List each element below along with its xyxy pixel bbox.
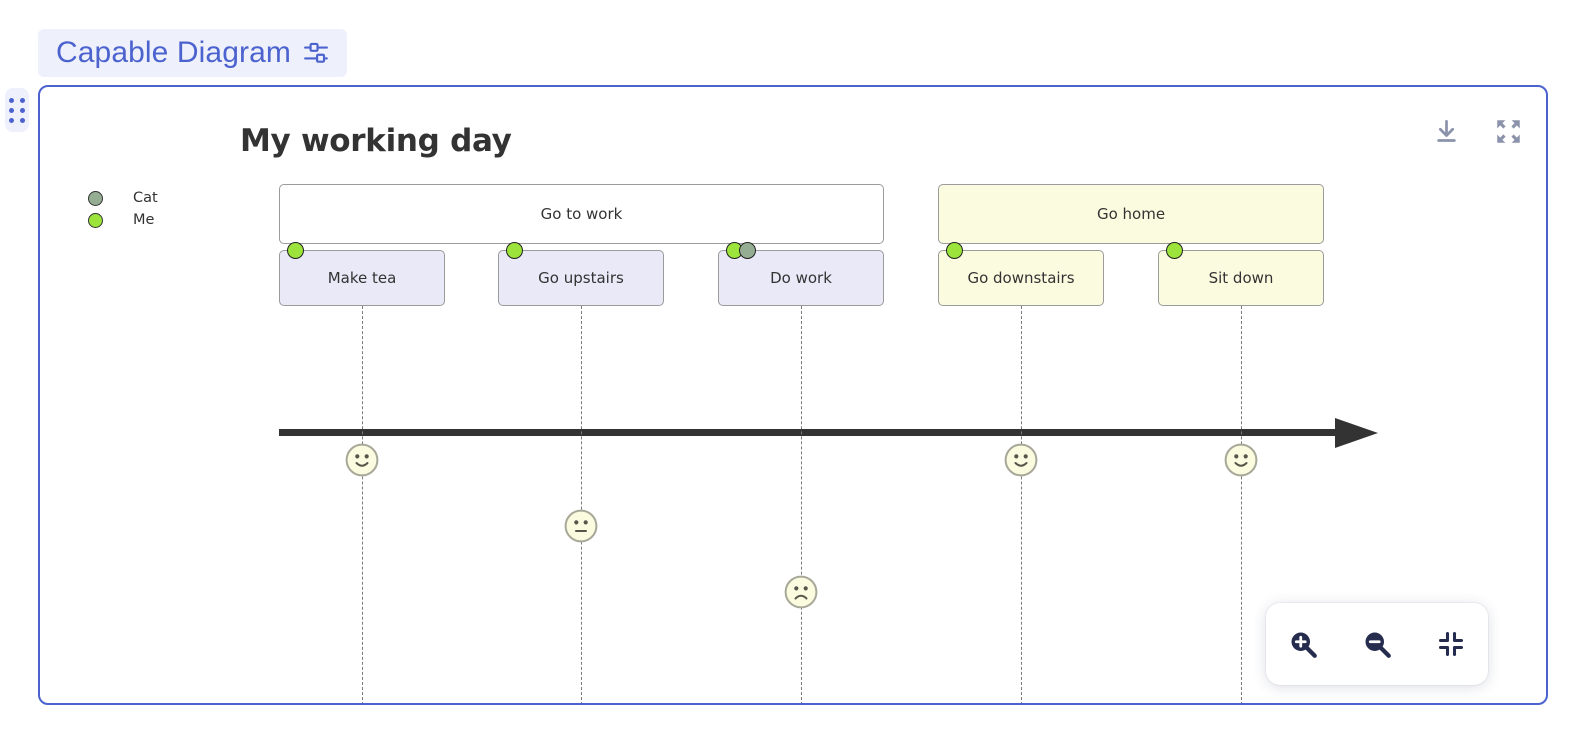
diagram-title-pill[interactable]: Capable Diagram [38, 29, 347, 77]
expand-arrows-icon [1495, 118, 1522, 145]
diagram-heading: My working day [240, 123, 512, 159]
legend-swatch-me [88, 212, 103, 228]
drag-dots-icon[interactable] [5, 88, 29, 132]
download-button[interactable] [1432, 117, 1460, 145]
task-dropper-line [581, 306, 582, 703]
mood-face-neutral[interactable] [564, 509, 598, 543]
canvas-toolbar [1432, 117, 1522, 145]
mood-face-happy[interactable] [1004, 443, 1038, 477]
phase-label: Go to work [540, 205, 623, 223]
zoom-out-button[interactable] [1357, 624, 1397, 664]
actor-dot-me[interactable] [506, 242, 523, 259]
legend-item-me: Me [88, 209, 158, 231]
actor-dot-me[interactable] [946, 242, 963, 259]
zoom-in-button[interactable] [1283, 624, 1323, 664]
legend-label: Cat [133, 190, 158, 206]
task-box[interactable]: Go downstairs [938, 250, 1104, 306]
mood-face-happy[interactable] [1224, 443, 1258, 477]
task-label: Make tea [327, 269, 397, 287]
actor-dot-me[interactable] [1166, 242, 1183, 259]
app-title: Capable Diagram [56, 36, 291, 69]
task-box[interactable]: Do work [718, 250, 884, 306]
sliders-icon [303, 40, 329, 66]
legend-swatch-cat [88, 190, 103, 206]
phase-label: Go home [1096, 205, 1166, 223]
phase-box[interactable]: Go to work [279, 184, 884, 244]
actor-dot-cat[interactable] [739, 242, 756, 259]
download-icon [1433, 118, 1460, 145]
actor-dot-me[interactable] [287, 242, 304, 259]
task-box[interactable]: Sit down [1158, 250, 1324, 306]
timeline-axis [279, 429, 1337, 436]
mood-face-sad[interactable] [784, 575, 818, 609]
task-dropper-line [801, 306, 802, 703]
fit-screen-button[interactable] [1431, 624, 1471, 664]
task-label: Do work [770, 269, 832, 287]
magnifier-minus-icon [1362, 629, 1392, 659]
task-label: Go upstairs [538, 269, 624, 287]
phase-box[interactable]: Go home [938, 184, 1324, 244]
zoom-controls-panel [1266, 603, 1488, 685]
expand-button[interactable] [1494, 117, 1522, 145]
task-label: Go downstairs [967, 269, 1075, 287]
mood-face-happy[interactable] [345, 443, 379, 477]
drag-dots-grid [9, 97, 25, 123]
timeline-arrow-icon [1335, 418, 1378, 448]
task-dropper-line [362, 306, 363, 703]
task-box[interactable]: Make tea [279, 250, 445, 306]
task-label: Sit down [1208, 269, 1274, 287]
task-dropper-line [1241, 306, 1242, 703]
legend-item-cat: Cat [88, 187, 158, 209]
collapse-corners-icon [1437, 630, 1465, 658]
task-dropper-line [1021, 306, 1022, 703]
magnifier-plus-icon [1288, 629, 1318, 659]
task-box[interactable]: Go upstairs [498, 250, 664, 306]
legend-label: Me [133, 212, 155, 228]
